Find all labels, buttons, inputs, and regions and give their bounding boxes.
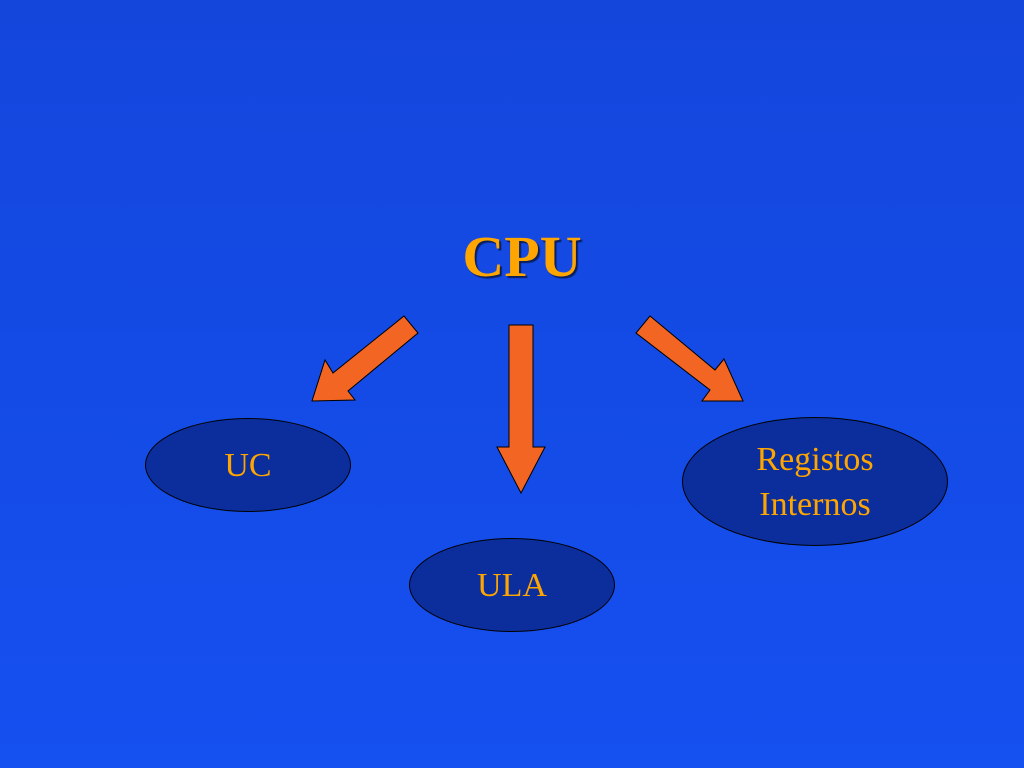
node-uc: UC <box>145 418 351 512</box>
diagram-title: CPU <box>462 224 582 289</box>
node-registos-internos-label: Registos Internos <box>756 440 874 523</box>
arrow-to-registos <box>635 315 744 402</box>
node-uc-label: UC <box>224 446 272 484</box>
node-registos-internos: Registos Internos <box>682 417 948 546</box>
arrow-to-uc <box>311 315 419 402</box>
node-ula-label: ULA <box>477 566 547 604</box>
arrow-to-ula <box>496 324 546 495</box>
node-ula: ULA <box>409 538 615 632</box>
